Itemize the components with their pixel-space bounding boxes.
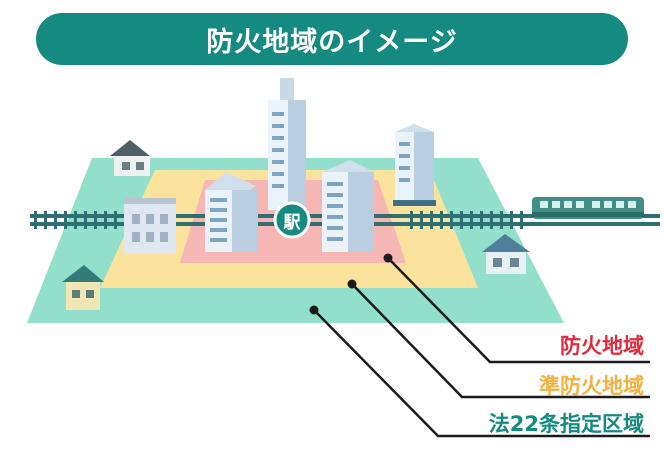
label-semi-fire-zone: 準防火地域 [539, 374, 644, 398]
leader-line-semi-fire [351, 283, 650, 399]
train-icon [532, 197, 644, 219]
label-fire-zone: 防火地域 [560, 334, 644, 358]
leader-line-fire [387, 257, 650, 364]
low-building-icon [124, 198, 176, 253]
office-building-center-icon [322, 160, 374, 252]
skyscraper-icon [268, 78, 306, 210]
title-banner: 防火地域のイメージ [36, 13, 628, 65]
office-building-left-icon [205, 172, 258, 252]
station-marker [273, 201, 311, 239]
leader-lines [313, 257, 650, 438]
house-right-icon [482, 234, 530, 274]
office-building-right-icon [393, 124, 436, 206]
leader-line-law22 [313, 309, 650, 438]
label-law22-zone: 法22条指定区域 [488, 412, 644, 436]
diagram-title: 防火地域のイメージ [206, 26, 458, 58]
house-bottom-left-icon [62, 265, 104, 310]
house-top-left-icon [110, 140, 150, 176]
station-label: 駅 [283, 212, 301, 233]
